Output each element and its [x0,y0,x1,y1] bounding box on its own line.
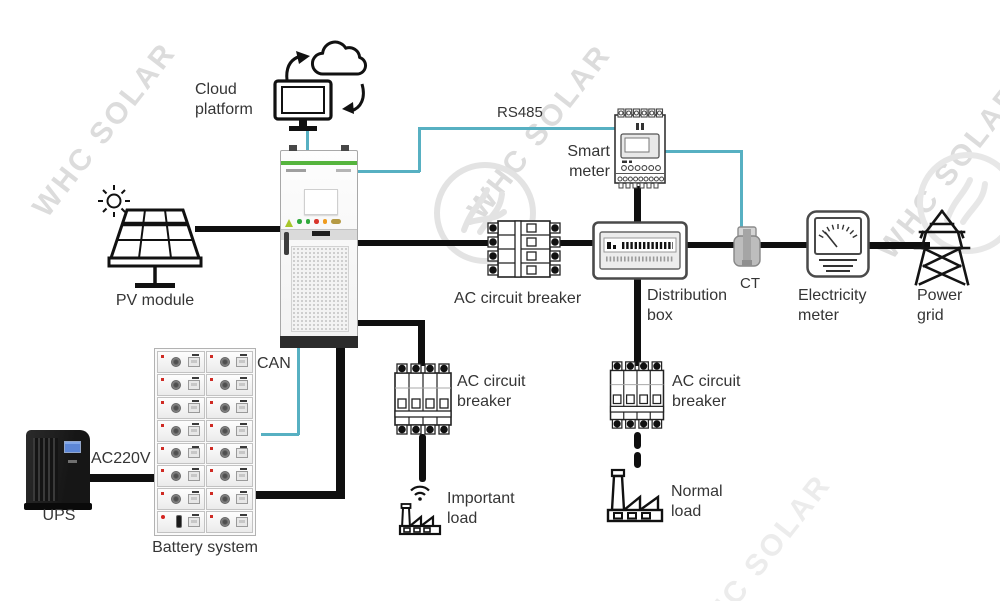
wire-breaker-to-normal-load [634,432,641,449]
inverter-model-mark [336,169,351,172]
power-grid-tower-icon [913,209,971,286]
ac-circuit-breaker-label: AC circuit breaker [457,373,526,410]
battery-module [157,465,205,488]
battery-module [157,373,205,396]
battery-module [205,396,253,419]
smart-meter-label: Smart meter [567,143,610,180]
ac-circuit-breaker-icon [487,220,561,278]
inverter-foot [341,145,349,151]
watermark-logo-icon [917,152,1000,254]
ups-screen [64,441,81,453]
ups-label: UPS [42,507,76,524]
battery-module [205,419,253,442]
battery-module [157,511,205,533]
battery-system-rack [154,348,256,536]
comm-rs485 [357,170,420,173]
wire-inverter-to-battery [336,344,345,499]
battery-module [205,488,253,511]
ups-tower [24,430,92,510]
important-load-factory-icon [398,485,442,536]
ac220v-label: AC220V [91,450,151,467]
comm-can [297,346,300,435]
comm-smartmeter-to-ct [740,150,743,227]
battery-rack [157,351,253,533]
battery-module [205,465,253,488]
watermark-text-bottom: WHC SOLAR [681,468,838,601]
inverter-label-plate [304,189,338,215]
sync-arrow-down-icon [342,83,365,114]
comm-smartmeter-to-ct [665,150,742,153]
wire-breaker-to-normal-load [634,452,641,468]
warning-triangle-icon [285,219,293,227]
normal-load-factory-icon [606,468,664,523]
wire-pv-to-inverter [195,226,280,232]
inverter-green-stripe [281,161,357,165]
inverter-brand-mark [286,169,306,172]
wire-inverter-to-backup-breaker [418,320,425,366]
power-grid-label: Power grid [917,287,963,324]
inverter-handle [284,232,289,255]
wire-smartmeter-to-distribution [634,186,641,224]
normal-load-label: Normal load [671,483,723,520]
monitor-icon [273,79,333,131]
wire-breaker-to-distribution [556,240,594,246]
ups-button [68,460,77,463]
ac-circuit-breaker-label: AC circuit breaker [672,373,741,410]
electricity-meter-icon [806,210,870,278]
can-label: CAN [257,355,291,372]
battery-module [157,419,205,442]
important-load-label: Important load [447,490,515,527]
ups-vents [33,438,58,501]
ct-label: CT [740,275,760,292]
inverter-vent-grille [291,246,349,332]
wire-breaker-to-important-load [419,434,426,482]
battery-module [157,351,205,373]
ac-circuit-breaker-label: AC circuit breaker [454,290,582,307]
battery-module [205,511,253,533]
inverter-foot [289,145,297,151]
battery-module [157,488,205,511]
battery-module [157,442,205,465]
watermark-logo-icon [434,162,536,264]
wire-inverter-to-battery [252,491,345,499]
battery-system-label: Battery system [152,539,258,556]
wire-distribution-to-breaker [634,276,641,366]
ac-circuit-breaker-icon [394,363,452,435]
battery-module [205,373,253,396]
ct-icon [733,226,761,267]
comm-rs485 [418,127,616,130]
inverter-display [312,231,330,236]
wire-ups-to-battery [86,474,156,482]
comm-rs485 [418,128,421,172]
ups-base [24,503,92,510]
inverter-cabinet [280,145,358,348]
wire-meter-to-grid [866,242,930,249]
cloud-platform-label: Cloud platform [195,81,253,118]
solar-panel-icon [107,208,203,288]
wire-inverter-to-breaker [356,240,489,246]
battery-module [205,442,253,465]
battery-module [205,351,253,373]
comm-can [261,433,299,436]
inverter-base [280,336,358,348]
wire-inverter-to-backup-breaker [356,320,425,326]
inverter-led-row [297,219,341,224]
pv-module-label: PV module [115,292,195,309]
cloud-icon [311,40,367,76]
comm-cloud-to-inverter [306,131,309,151]
distribution-box-label: Distribution box [647,287,728,324]
electricity-meter-label: Electricity meter [798,287,867,324]
distribution-box-icon [592,221,688,280]
rs485-label: RS485 [497,104,543,121]
ac-circuit-breaker-icon [609,361,665,429]
battery-module [157,396,205,419]
smart-meter-icon [614,108,666,189]
sun-icon [98,185,130,217]
